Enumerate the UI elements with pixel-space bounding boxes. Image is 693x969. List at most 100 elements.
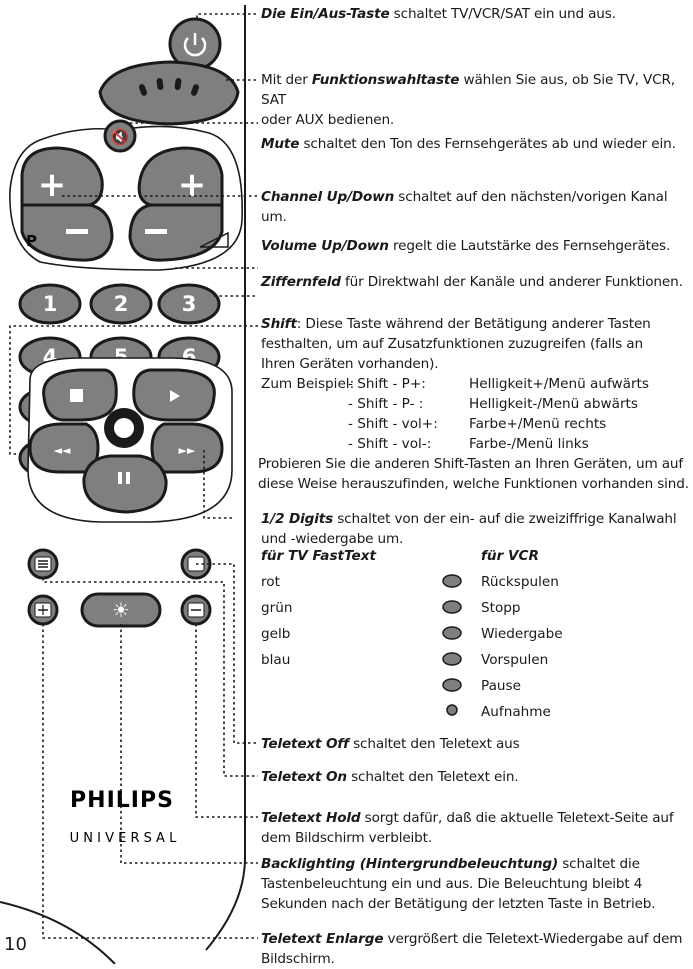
term-teletext-hold: Teletext Hold [261, 810, 361, 826]
term-mute: Mute [261, 136, 300, 152]
power-button[interactable] [168, 17, 222, 71]
rewind-icon: ◄◄ [54, 444, 71, 457]
example-label: Zum Beispiel: [261, 376, 355, 392]
remote-body-outline [205, 5, 246, 951]
select-pre: Mit der [261, 72, 312, 88]
vcr-function-label: Wiedergabe [481, 626, 563, 642]
volume-text: regelt die Lautstärke des Fernsehgerätes… [388, 238, 671, 254]
volume-description: Volume Up/Down regelt die Lautstärke des… [261, 236, 670, 256]
channel-description: Channel Up/Down schaltet auf den nächste… [261, 187, 693, 227]
mute-text: schaltet den Ton des Fernsehgerätes ab u… [299, 136, 676, 152]
teletext-enlarge-description: Teletext Enlarge vergrößert die Teletext… [261, 929, 683, 969]
example-value: Farbe+/Menü rechts [469, 416, 607, 432]
brand-logo: PHILIPS [70, 788, 174, 813]
digits12-line1: schaltet von der ein- auf die zweiziffri… [333, 511, 677, 527]
pause-icon [442, 678, 462, 692]
term-digits12: 1/2 Digits [261, 511, 334, 527]
pause-button[interactable] [82, 454, 168, 514]
select-line2: oder AUX bedienen. [261, 112, 395, 128]
page-number: 10 [4, 934, 27, 955]
teletext-enlarge-line2: Bildschirm. [261, 951, 335, 967]
digits12-description: 1/2 Digits schaltet von der ein- auf die… [261, 509, 677, 549]
example-value: Helligkeit+/Menü aufwärts [469, 376, 649, 392]
record-icon [446, 704, 458, 716]
teletext-on-text: schaltet den Teletext ein. [346, 769, 519, 785]
power-text: schaltet TV/VCR/SAT ein und aus. [389, 6, 616, 22]
term-backlight: Backlighting (Hintergrundbeleuchtung) [261, 856, 559, 872]
volume-up-button[interactable]: + [137, 146, 224, 207]
vcr-function-label: Rückspulen [481, 574, 559, 590]
select-post: wählen Sie aus, ob Sie TV, VCR, SAT [261, 72, 675, 108]
teletext-on-button[interactable] [27, 548, 59, 580]
shift-description: Shift: Diese Taste während der Betätigun… [261, 314, 651, 374]
example-value: Helligkeit-/Menü abwärts [469, 396, 638, 412]
rewind-button[interactable]: ◄◄ [28, 422, 100, 474]
digit-button-2[interactable]: 2 [89, 283, 153, 325]
digit-label: 1 [43, 292, 58, 316]
stop-icon [70, 389, 83, 402]
term-digits: Ziffernfeld [261, 274, 341, 290]
vcr-function-label: Stopp [481, 600, 521, 616]
term-teletext-on: Teletext On [261, 769, 347, 785]
teletext-hold-button[interactable] [180, 594, 212, 626]
mute-description: Mute schaltet den Ton des Fernsehgerätes… [261, 134, 676, 154]
record-button[interactable] [104, 408, 144, 448]
mute-button[interactable]: 🔇 [103, 119, 137, 153]
digit-label: 2 [114, 292, 129, 316]
shift-outro2: diese Weise herauszufinden, welche Funkt… [258, 476, 689, 492]
example-key: - Shift - P- : [348, 396, 424, 412]
teletext-hold-line2: dem Bildschirm verbleibt. [261, 830, 432, 846]
shift-line3: Ihren Geräten vorhanden). [261, 356, 439, 372]
forward-button[interactable]: ►► [150, 422, 224, 474]
example-key: - Shift - P+: [348, 376, 426, 392]
fasttext-tv-header: für TV FastText [261, 548, 377, 564]
volume-wedge-icon [199, 231, 229, 248]
fast-forward-icon [442, 652, 462, 666]
backlight-line1: schaltet die [558, 856, 640, 872]
remote-bottom-curve [0, 901, 116, 964]
channel-up-button[interactable]: + [20, 146, 104, 207]
backlight-button[interactable]: ☀ [80, 592, 162, 628]
power-description: Die Ein/Aus-Taste schaltet TV/VCR/SAT ei… [261, 4, 616, 24]
term-shift: Shift [261, 316, 297, 332]
fast-forward-icon: ►► [179, 444, 196, 457]
teletext-enlarge-line1: vergrößert die Teletext-Wiedergabe auf d… [383, 931, 683, 947]
brand-subtitle: U N I V E R S A L [70, 831, 177, 846]
term-teletext-off: Teletext Off [261, 736, 349, 752]
channel-down-button[interactable] [20, 203, 114, 262]
minus-icon [66, 229, 88, 234]
function-select-button[interactable] [98, 60, 240, 126]
minus-icon [145, 229, 167, 234]
digits12-line2: und -wiedergabe um. [261, 531, 404, 547]
volume-down-button[interactable] [128, 203, 224, 262]
teletext-hold-line1: sorgt dafür, daß die aktuelle Teletext-S… [360, 810, 674, 826]
digits-description: Ziffernfeld für Direktwahl der Kanäle un… [261, 272, 683, 292]
shift-line2: festhalten, um auf Zusatzfunktionen zuzu… [261, 336, 643, 352]
digit-label: 3 [182, 292, 197, 316]
plus-icon: + [38, 165, 67, 205]
example-key: - Shift - vol+: [348, 416, 438, 432]
teletext-enlarge-button[interactable] [27, 594, 59, 626]
play-icon [442, 626, 462, 640]
stop-button[interactable] [42, 368, 118, 422]
rewind-icon [442, 574, 462, 588]
fasttext-color-label: gelb [261, 626, 291, 642]
term-power: Die Ein/Aus-Taste [261, 6, 390, 22]
fasttext-color-label: blau [261, 652, 291, 668]
teletext-off-description: Teletext Off schaltet den Teletext aus [261, 734, 520, 754]
term-channel: Channel Up/Down [261, 189, 395, 205]
backlight-line3: Sekunden nach der Betätigung der letzten… [261, 896, 656, 912]
play-button[interactable] [132, 368, 216, 422]
record-icon [114, 418, 134, 438]
vcr-function-label: Aufnahme [481, 704, 551, 720]
pause-icon [118, 472, 122, 484]
digit-button-1[interactable]: 1 [18, 283, 82, 325]
example-key: - Shift - vol-: [348, 436, 432, 452]
example-value: Farbe-/Menü links [469, 436, 589, 452]
digits-text: für Direktwahl der Kanäle und anderer Fu… [340, 274, 683, 290]
term-select: Funktionswahltaste [311, 72, 460, 88]
teletext-hold-description: Teletext Hold sorgt dafür, daß die aktue… [261, 808, 674, 848]
digit-button-3[interactable]: 3 [157, 283, 221, 325]
vcr-function-label: Pause [481, 678, 521, 694]
teletext-on-description: Teletext On schaltet den Teletext ein. [261, 767, 519, 787]
